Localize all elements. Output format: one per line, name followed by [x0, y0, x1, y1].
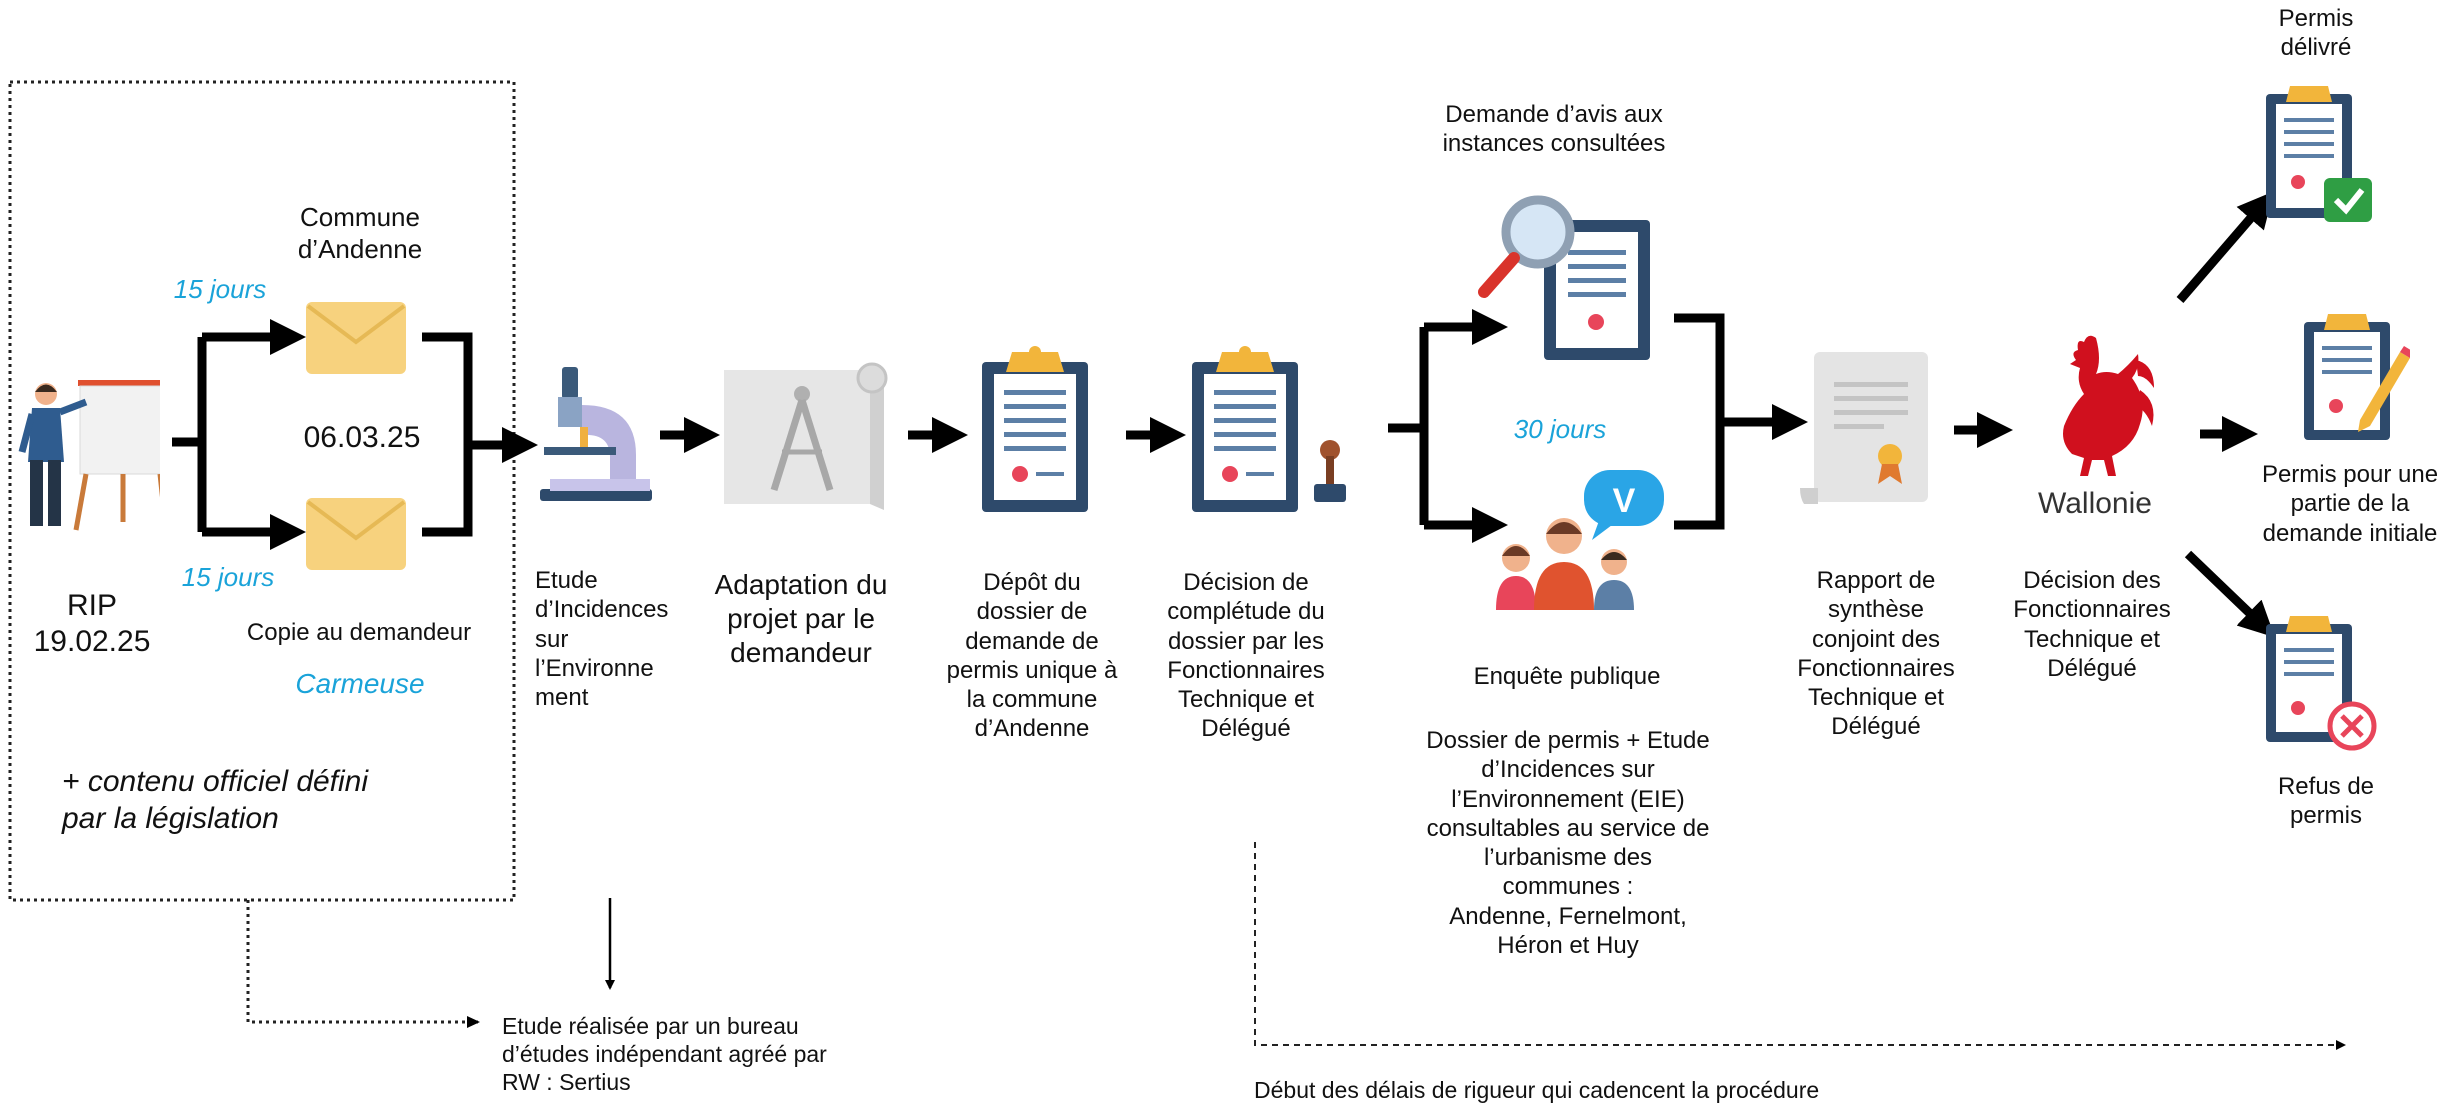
delais-timeline	[1254, 842, 2346, 1050]
arrow-to-permis-delivre	[2176, 191, 2274, 303]
envelope-icon-commune	[306, 302, 406, 374]
blueprint-compass-icon	[724, 362, 888, 510]
note-delais: Début des délais de rigueur qui cadencen…	[1254, 1077, 1820, 1103]
delay-upper: 15 jours	[173, 274, 267, 304]
rip-dotted-frame	[8, 80, 516, 902]
step-avis: Demande d’avis aux instances consultées	[1442, 101, 1666, 158]
commune-label: Commune d’Andenne	[297, 202, 423, 264]
rip-date: 19.02.25	[33, 625, 151, 658]
step-rapport: Rapport de synthèse conjoint des Fonctio…	[1797, 567, 1955, 741]
note-bureau: Etude réalisée par un bureau d’études in…	[502, 1013, 827, 1096]
outcome-refused: Refus de permis	[2277, 773, 2375, 830]
microscope-icon	[540, 367, 652, 501]
arrow-to-refus	[2184, 550, 2275, 638]
step-adaptation: Adaptation du projet par le demandeur	[714, 569, 888, 669]
consultation-merge-bracket	[1674, 313, 1808, 530]
step-enquete: Enquête publique	[1473, 663, 1661, 690]
public-inquiry-people-icon: V	[1496, 470, 1664, 610]
consultation-split-bracket	[1388, 309, 1508, 543]
presenter-icon	[18, 380, 160, 531]
outcome-partial: Permis pour une partie de la demande ini…	[2261, 461, 2439, 547]
clipboard-check-icon	[2266, 86, 2372, 222]
dotted-connector-bureau	[246, 900, 480, 1028]
svg-text:V: V	[1613, 482, 1636, 520]
scroll-certificate-icon	[1800, 352, 1928, 504]
step-completude: Décision de complétude du dossier par le…	[1167, 569, 1325, 743]
clipboard-refuse-icon	[2266, 616, 2377, 751]
clipboard-stamp-icon	[1192, 346, 1346, 512]
clipboard-icon-depot	[982, 346, 1088, 512]
envelope-merge-bracket	[422, 332, 538, 537]
magnifier-document-icon	[1478, 195, 1650, 360]
outcome-delivered: Permis délivré	[2278, 5, 2354, 62]
wallonie-rooster-logo	[2063, 335, 2154, 476]
rip-title: RIP	[66, 589, 117, 622]
step-decision: Décision des Fonctionnaires Technique et…	[2013, 567, 2171, 682]
clipboard-pencil-icon	[2304, 314, 2410, 440]
copy-company: Carmeuse	[295, 668, 425, 699]
delay-consultation: 30 jours	[1513, 414, 1607, 444]
commune-date: 06.03.25	[303, 421, 421, 454]
wallonie-wordmark: Wallonie	[2038, 487, 2152, 520]
step-eie: Etude d’Incidences sur l’Environne ment	[535, 567, 669, 712]
rip-split-bracket	[172, 319, 306, 550]
step-enquete-detail: Dossier de permis + Etude d’Incidences s…	[1426, 727, 1710, 959]
legal-note: + contenu officiel défini par la législa…	[62, 765, 369, 835]
step-depot: Dépôt du dossier de demande de permis un…	[946, 569, 1118, 743]
envelope-icon-copy	[306, 498, 406, 570]
delay-lower: 15 jours	[181, 562, 275, 592]
copy-label: Copie au demandeur	[246, 619, 472, 646]
